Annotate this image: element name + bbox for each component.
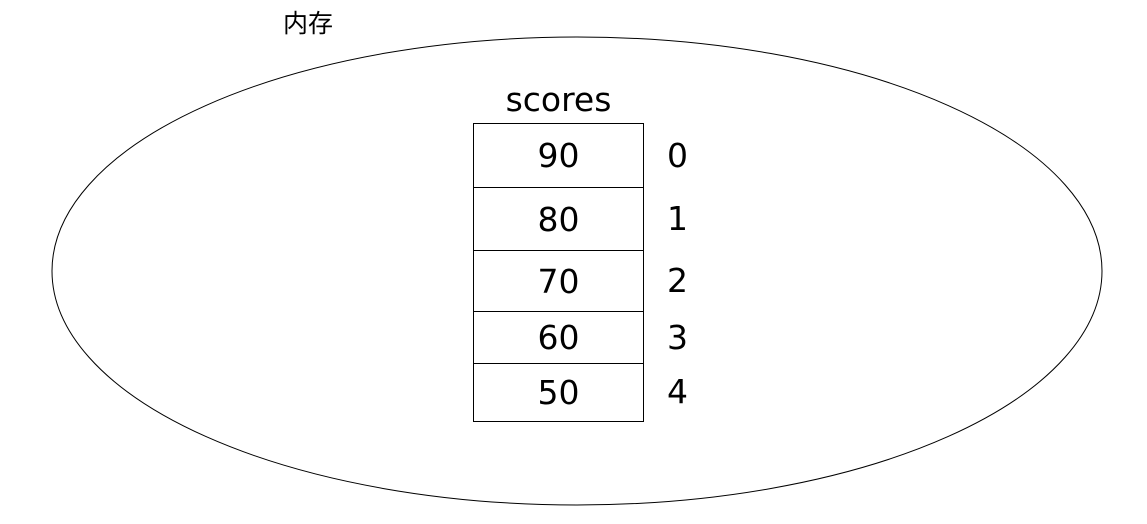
array-cell: 70 bbox=[474, 251, 643, 312]
array-box: 90 80 70 60 50 bbox=[473, 123, 644, 422]
array-index-column: 0 1 2 3 4 bbox=[667, 123, 688, 422]
index-label: 1 bbox=[667, 199, 688, 238]
array-cell: 80 bbox=[474, 188, 643, 251]
array-cell: 90 bbox=[474, 124, 643, 188]
index-label: 0 bbox=[667, 135, 688, 175]
index-label: 4 bbox=[667, 372, 688, 411]
index-label: 3 bbox=[667, 317, 688, 357]
array-cell: 60 bbox=[474, 312, 643, 364]
array-cell: 50 bbox=[537, 373, 580, 412]
index-label: 2 bbox=[667, 261, 688, 300]
array-name-label: scores bbox=[505, 80, 612, 119]
memory-region-label: 内存 bbox=[283, 9, 334, 38]
